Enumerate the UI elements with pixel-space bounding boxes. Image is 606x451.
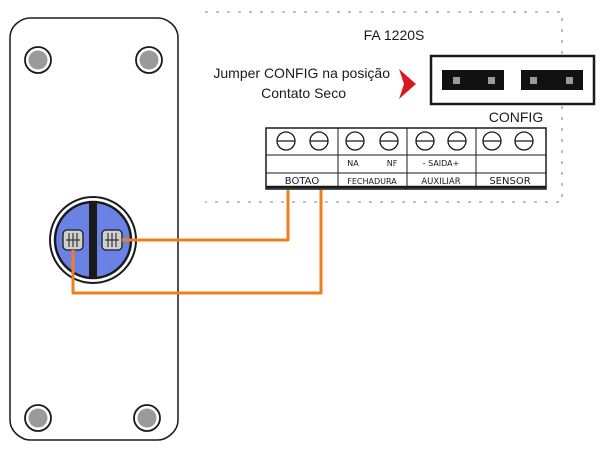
terminal-block: BOTAO NA NF FECHADURA - SAIDA+ AUXILIAR … xyxy=(265,127,547,190)
label-saida: - SAIDA+ xyxy=(423,159,460,168)
red-arrow-icon xyxy=(399,69,416,99)
terminal-screw-6 xyxy=(447,131,467,151)
button-divider xyxy=(89,203,97,277)
button-terminal-right xyxy=(101,229,123,251)
config-jumper-block xyxy=(429,54,596,106)
terminal-screw-7 xyxy=(482,131,502,151)
terminal-screw-5 xyxy=(415,131,435,151)
label-na: NA xyxy=(347,159,359,168)
mounting-screw-top-left xyxy=(24,46,52,74)
terminal-screw-2 xyxy=(309,131,329,151)
wires xyxy=(71,190,323,295)
button-terminal-left xyxy=(62,229,84,251)
jumper-right xyxy=(521,70,583,90)
terminal-screw-4 xyxy=(379,131,399,151)
terminal-screw-8 xyxy=(514,131,534,151)
board-model-label: FA 1220S xyxy=(364,27,425,43)
jumper-left xyxy=(442,70,504,90)
wire-left-terminal xyxy=(71,190,323,295)
jumper-note-line2: Contato Seco xyxy=(261,85,346,101)
board-outline xyxy=(205,11,563,203)
wire-right-terminal xyxy=(122,190,290,242)
terminal-screw-3 xyxy=(345,131,365,151)
jumper-note-line1: Jumper CONFIG na posição xyxy=(213,65,390,81)
mounting-screw-top-right xyxy=(135,46,163,74)
config-label: CONFIG xyxy=(489,109,543,125)
mounting-screw-bottom-left xyxy=(24,404,52,432)
label-fechadura: FECHADURA xyxy=(347,177,397,186)
mounting-screw-bottom-right xyxy=(133,404,161,432)
label-auxiliar: AUXILIAR xyxy=(421,177,460,187)
label-sensor: SENSOR xyxy=(489,176,530,187)
terminal-screw-1 xyxy=(276,131,296,151)
label-nf: NF xyxy=(387,159,398,168)
label-botao: BOTAO xyxy=(285,176,320,187)
